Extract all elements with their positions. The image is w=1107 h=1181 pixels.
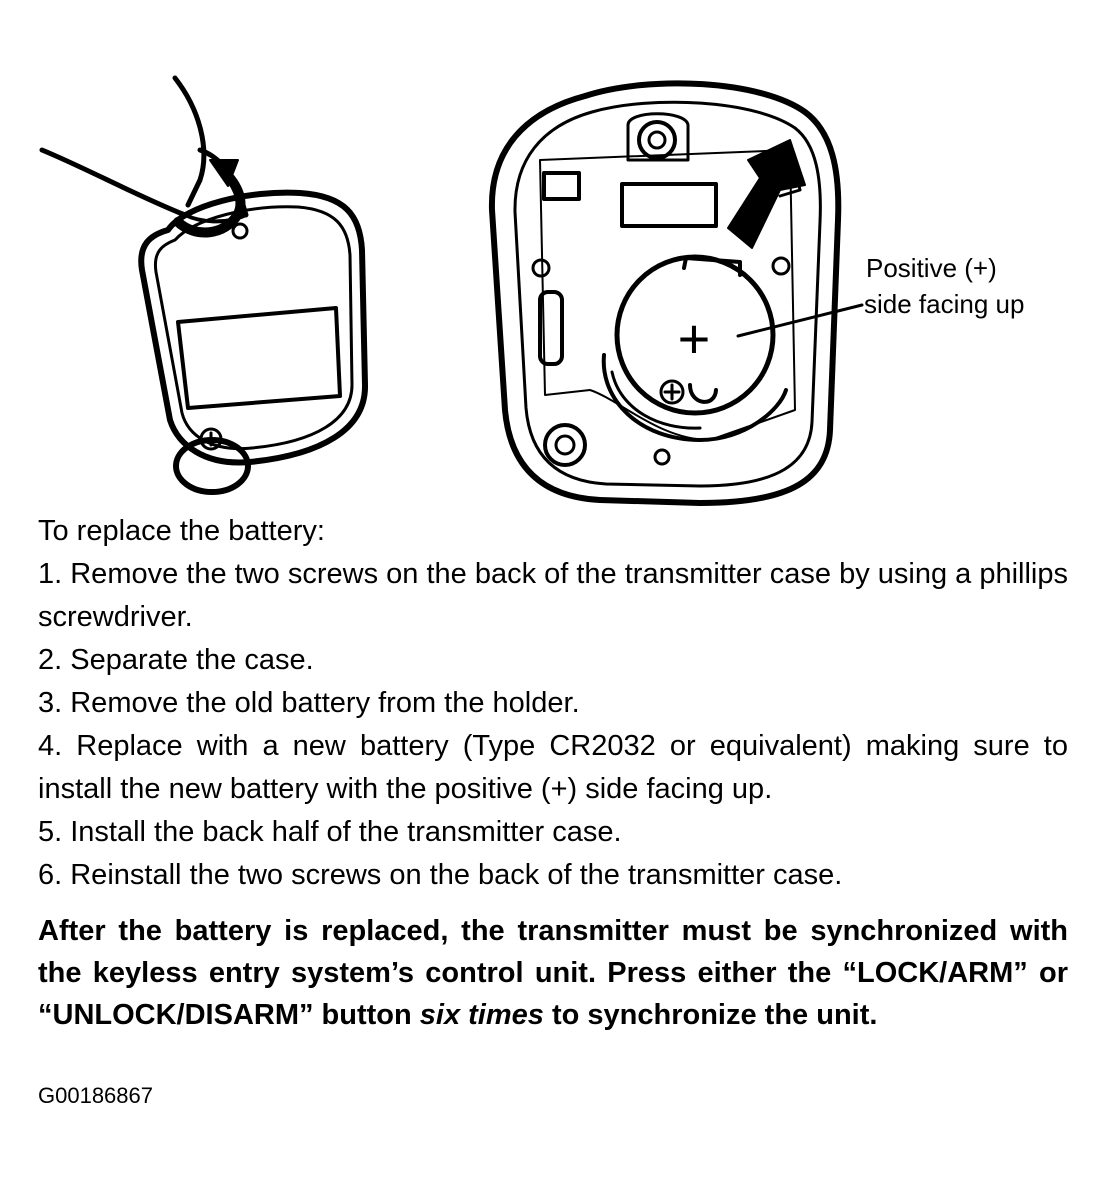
step-1: 1. Remove the two screws on the back of … — [38, 558, 1068, 633]
step-4: 4. Replace with a new battery (Type CR20… — [38, 730, 1068, 805]
step-6: 6. Reinstall the two screws on the back … — [38, 859, 843, 891]
positive-callout-line2: side facing up — [864, 289, 1024, 319]
positive-callout-line1: Positive (+) — [866, 253, 997, 283]
step-5: 5. Install the back half of the transmit… — [38, 816, 622, 848]
instructions-heading: To replace the battery: — [38, 515, 325, 547]
illustration: + Positive (+) side facing up — [39, 75, 1024, 506]
sync-note-emphasis: six times — [419, 999, 544, 1031]
sync-note: After the battery is replaced, the trans… — [38, 910, 1068, 1036]
transmitter-open-drawing — [488, 80, 864, 506]
step-3: 3. Remove the old battery from the holde… — [38, 687, 580, 719]
instructions: To replace the battery: 1. Remove the tw… — [38, 510, 1068, 897]
transmitter-back-drawing — [39, 75, 369, 495]
sync-note-part2: to synchronize the unit. — [543, 999, 878, 1031]
figure-code: G00186867 — [38, 1083, 153, 1108]
step-2: 2. Separate the case. — [38, 644, 314, 676]
sync-note-part1: After the battery is replaced, the trans… — [38, 915, 1068, 1031]
battery-plus-mark: + — [678, 307, 711, 370]
